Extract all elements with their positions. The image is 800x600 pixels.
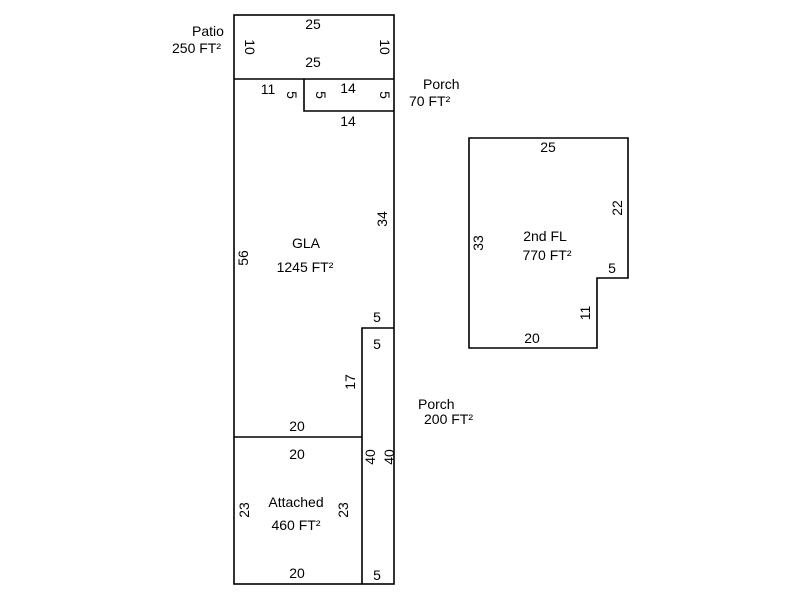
gla-dim-top: 11 xyxy=(261,81,276,97)
porch-large-dim-top: 5 xyxy=(373,336,381,352)
attached-dim-bottom: 20 xyxy=(289,565,305,581)
porch-small-dim-left: 5 xyxy=(313,91,329,99)
small-porch-outline xyxy=(303,79,394,112)
gla-dim-step: 5 xyxy=(373,309,381,325)
porch-small-area: 70 FT² xyxy=(409,93,451,109)
second-floor-dim-left: 33 xyxy=(470,235,486,251)
second-floor-dim-top: 25 xyxy=(540,139,556,155)
patio-label: Patio xyxy=(192,23,224,39)
gla-dim-left: 56 xyxy=(235,250,251,266)
large-porch-outline xyxy=(361,327,394,584)
gla-label: GLA xyxy=(292,235,321,251)
second-floor-dim-bottom: 20 xyxy=(524,330,540,346)
attached-area: 460 FT² xyxy=(271,517,320,533)
attached-dim-left: 23 xyxy=(236,502,252,518)
porch-small-label: Porch xyxy=(423,76,460,92)
second-floor-outline xyxy=(468,137,629,349)
porch-large-label: Porch xyxy=(418,396,455,412)
attached-dim-right: 23 xyxy=(335,502,351,518)
patio-area: 250 FT² xyxy=(172,40,221,56)
porch-large-dim-right: 40 xyxy=(381,449,397,465)
porch-large-dim-bottom: 5 xyxy=(373,567,381,583)
second-floor-dim-right: 22 xyxy=(609,200,625,216)
patio-dim-bottom: 25 xyxy=(305,54,321,70)
porch-small-dim-right: 5 xyxy=(377,91,393,99)
patio-dim-left: 10 xyxy=(242,39,258,55)
second-floor-label: 2nd FL xyxy=(523,228,567,244)
attached-label: Attached xyxy=(268,494,323,510)
gla-dim-bottom: 20 xyxy=(289,418,305,434)
porch-small-dim-top: 14 xyxy=(340,80,356,96)
patio-dim-top: 25 xyxy=(305,16,321,32)
gla-dim-step: 5 xyxy=(284,91,300,99)
patio-dim-right: 10 xyxy=(377,39,393,55)
second-floor-dim-inner: 11 xyxy=(577,306,593,321)
second-floor-area: 770 FT² xyxy=(522,247,571,263)
porch-large-area: 200 FT² xyxy=(424,411,473,427)
porch-small-dim-bottom: 14 xyxy=(340,113,356,129)
second-floor-dim-step: 5 xyxy=(608,260,616,276)
main-outline xyxy=(233,14,395,585)
gla-dim-inner: 17 xyxy=(342,374,358,390)
gla-area: 1245 FT² xyxy=(277,259,334,275)
porch-large-dim-left: 40 xyxy=(362,449,378,465)
attached-dim-top: 20 xyxy=(289,446,305,462)
gla-dim-right: 34 xyxy=(374,211,390,227)
